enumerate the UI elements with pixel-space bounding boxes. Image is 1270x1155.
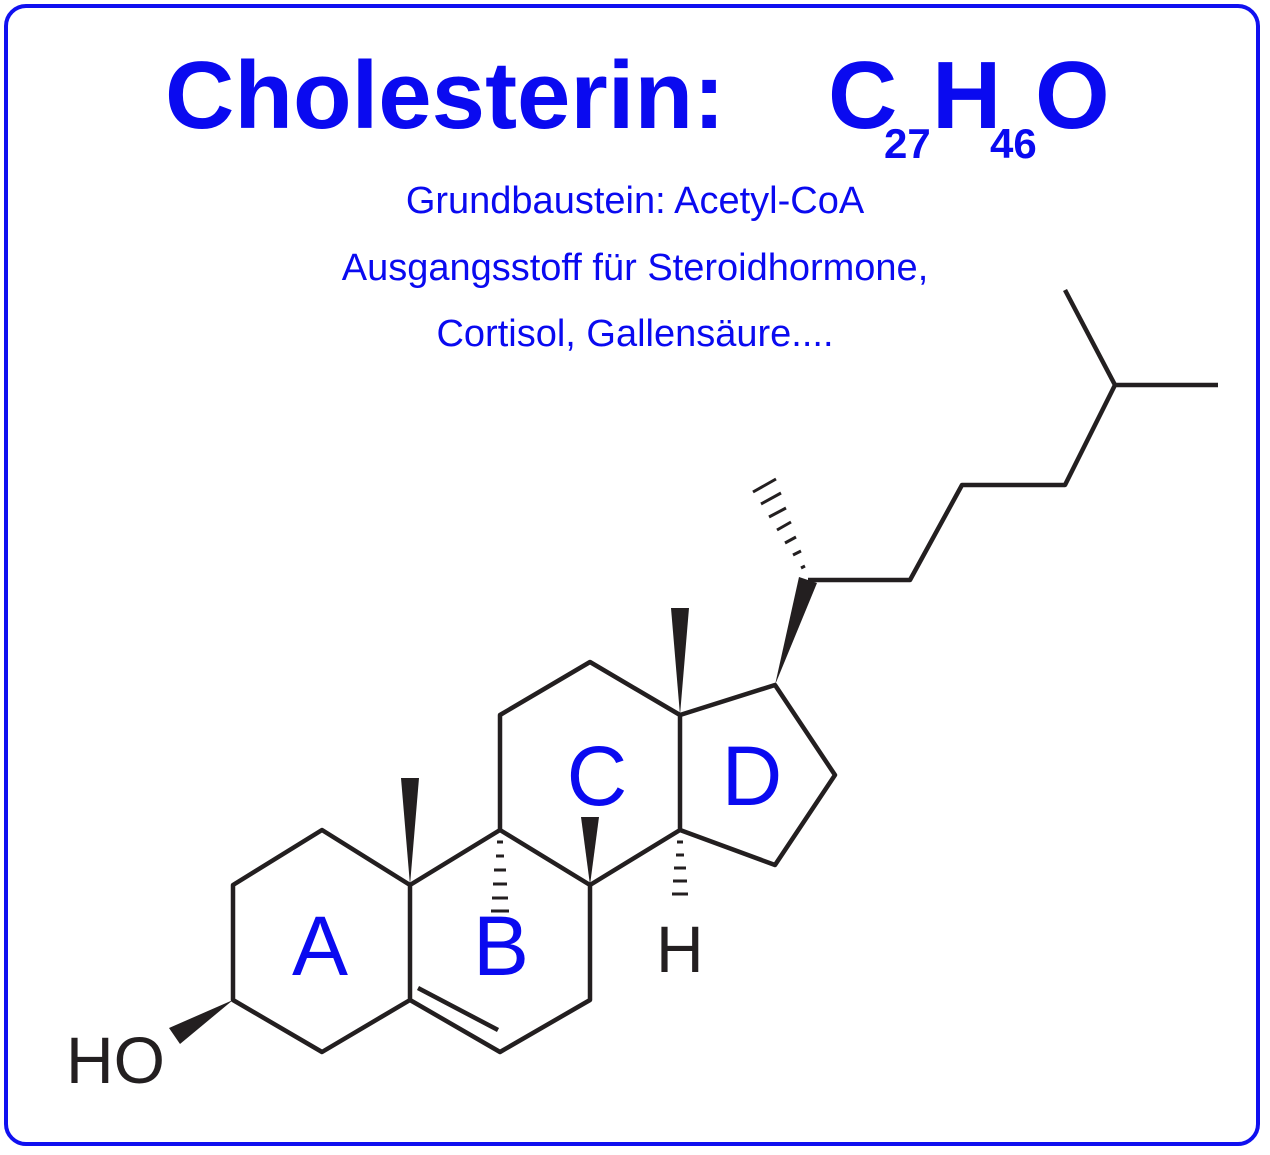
- subtitle-line-2: Ausgangsstoff für Steroidhormone,: [342, 247, 929, 289]
- formula-h: H: [932, 42, 1001, 149]
- hashes: [491, 477, 806, 913]
- wedge-c18: [671, 608, 689, 715]
- wedge-c19: [401, 778, 419, 885]
- title-name: Cholesterin:: [165, 42, 725, 149]
- ring-c: [497, 659, 683, 887]
- wedge-oh: [169, 1000, 233, 1044]
- bonds: [230, 288, 1218, 1055]
- formula-h-sub: 46: [990, 120, 1037, 167]
- ring-label-c: C: [567, 729, 628, 823]
- formula-c-sub: 27: [884, 120, 931, 167]
- formula-c: C: [828, 42, 897, 149]
- subtitle-line-3: Cortisol, Gallensäure....: [436, 313, 833, 355]
- wedges: [169, 577, 817, 1044]
- subtitle: Grundbaustein: Acetyl-CoA Ausgangsstoff …: [342, 180, 929, 355]
- ho-label: HO: [66, 1023, 165, 1097]
- ring-labels: A B C D: [292, 729, 782, 993]
- wedge-c20: [775, 577, 817, 685]
- diagram-frame: [4, 4, 1260, 1146]
- atom-labels: HO H: [66, 912, 704, 1097]
- ring-d: [679, 682, 838, 868]
- ring-label-a: A: [292, 899, 348, 993]
- formula-o: O: [1035, 42, 1110, 149]
- side-chain: [808, 382, 1218, 583]
- subtitle-line-1: Grundbaustein: Acetyl-CoA: [406, 180, 865, 222]
- double-bond: [416, 986, 500, 1032]
- rings-ab: [230, 827, 593, 1055]
- ring-label-b: B: [473, 899, 529, 993]
- title: Cholesterin: C 27 H 46 O: [165, 42, 1110, 167]
- side-chain-branch: [1063, 288, 1117, 387]
- h-label: H: [656, 912, 704, 986]
- ring-label-d: D: [722, 729, 783, 823]
- wedge-h8: [581, 817, 599, 885]
